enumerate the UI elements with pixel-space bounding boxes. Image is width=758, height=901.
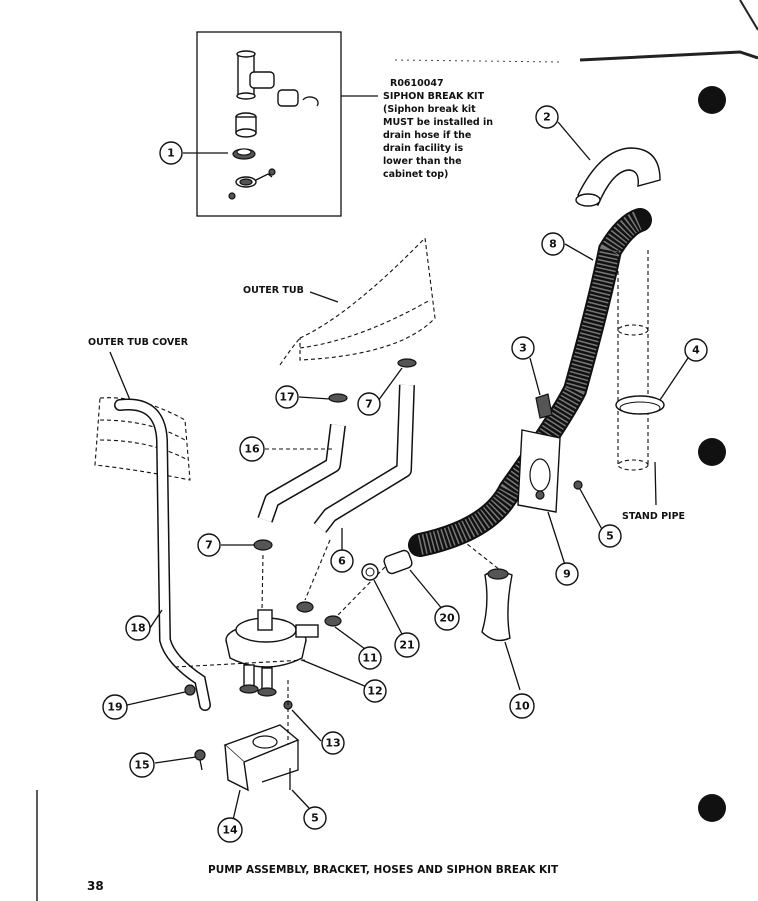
kit-note-line: drain hose if the bbox=[383, 130, 471, 141]
kit-note-line: drain facility is bbox=[383, 143, 463, 154]
hose-bracket-9 bbox=[517, 429, 561, 513]
callout-15: 15 bbox=[129, 752, 155, 778]
hose-16 bbox=[257, 424, 346, 523]
outer-tub-cover-label: OUTER TUB COVER bbox=[88, 337, 189, 348]
callout-11: 11 bbox=[358, 646, 382, 670]
clamp-7-upper bbox=[397, 358, 417, 368]
outer-tub-cover bbox=[94, 351, 191, 481]
callout-3: 3 bbox=[511, 336, 535, 360]
callout-5-upper: 5 bbox=[598, 524, 622, 548]
callout-number: 19 bbox=[107, 701, 122, 714]
outer-tub-label: OUTER TUB bbox=[243, 285, 304, 296]
callout-number: 4 bbox=[692, 344, 700, 357]
callout-number: 3 bbox=[519, 342, 527, 355]
elbow-2 bbox=[575, 147, 661, 207]
coupling-20 bbox=[383, 549, 413, 575]
callout-14: 14 bbox=[217, 817, 243, 843]
callout-number: 20 bbox=[439, 612, 455, 625]
screw-15 bbox=[194, 749, 206, 771]
kit-note: R0610047 SIPHON BREAK KIT (Siphon break … bbox=[383, 78, 493, 180]
long-hose-18 bbox=[114, 398, 211, 711]
kit-note-line: (Siphon break kit bbox=[383, 104, 476, 115]
callout-number: 5 bbox=[311, 812, 319, 825]
callout-13: 13 bbox=[321, 731, 345, 755]
callout-number: 6 bbox=[338, 555, 346, 568]
hose-guide-10 bbox=[481, 568, 513, 642]
callout-number: 15 bbox=[134, 759, 149, 772]
callout-number: 21 bbox=[399, 639, 414, 652]
callout-number: 2 bbox=[543, 111, 551, 124]
callout-number: 7 bbox=[205, 539, 213, 552]
callout-number: 12 bbox=[367, 685, 382, 698]
kit-part-number: R0610047 bbox=[390, 78, 444, 89]
callout-number: 10 bbox=[514, 700, 530, 713]
hose-6 bbox=[313, 384, 415, 533]
callout-number: 14 bbox=[222, 824, 238, 837]
callout-number: 18 bbox=[130, 622, 145, 635]
kit-note-line: lower than the bbox=[383, 156, 462, 167]
callout-number: 7 bbox=[365, 398, 373, 411]
assembly-lines bbox=[174, 539, 501, 745]
callout-2: 2 bbox=[535, 105, 559, 129]
callout-number: 9 bbox=[563, 568, 571, 581]
stand-pipe bbox=[617, 250, 649, 471]
outer-tub bbox=[279, 236, 436, 366]
tee-hose-clamp bbox=[277, 89, 319, 107]
kit-adapter bbox=[235, 112, 257, 138]
clamp-21 bbox=[361, 563, 379, 581]
callout-number: 1 bbox=[167, 147, 175, 160]
callout-number: 8 bbox=[549, 238, 557, 251]
pump-assembly bbox=[225, 609, 319, 697]
kit-title: SIPHON BREAK KIT bbox=[383, 91, 485, 102]
callout-21: 21 bbox=[394, 632, 420, 658]
clamps-11 bbox=[296, 601, 342, 627]
kit-clamp-upper bbox=[232, 148, 256, 160]
callout-number: 13 bbox=[325, 737, 340, 750]
pump-bracket bbox=[223, 724, 300, 792]
clamp-7-lower bbox=[253, 539, 273, 551]
callout-12: 12 bbox=[363, 679, 387, 703]
screw-19 bbox=[184, 684, 196, 696]
callout-7-lower: 7 bbox=[197, 533, 221, 557]
screw-5-upper bbox=[573, 480, 583, 490]
siphon-break-kit-box bbox=[183, 31, 378, 217]
binder-holes bbox=[36, 0, 758, 901]
callout-20: 20 bbox=[434, 605, 460, 631]
kit-note-line: MUST be installed in bbox=[383, 117, 493, 128]
stand-pipe-strap-4 bbox=[615, 395, 665, 415]
stand-pipe-label: STAND PIPE bbox=[622, 511, 685, 522]
callout-6: 6 bbox=[330, 549, 354, 573]
callout-4: 4 bbox=[684, 338, 708, 362]
strap-3 bbox=[535, 393, 553, 419]
clamp-17 bbox=[328, 393, 348, 403]
callout-number: 16 bbox=[244, 443, 260, 456]
callout-18: 18 bbox=[125, 615, 151, 641]
callout-1: 1 bbox=[159, 141, 183, 165]
callout-17: 17 bbox=[275, 385, 299, 409]
callout-9: 9 bbox=[555, 562, 579, 586]
callout-19: 19 bbox=[102, 694, 128, 720]
callout-5-lower: 5 bbox=[303, 806, 327, 830]
page-number: 38 bbox=[87, 879, 104, 893]
callout-number: 17 bbox=[279, 391, 294, 404]
kit-clamp-lower bbox=[228, 168, 276, 200]
drain-hose-8 bbox=[408, 208, 652, 557]
callout-number: 5 bbox=[606, 530, 614, 543]
tee-fitting bbox=[236, 50, 275, 100]
leader-lines bbox=[126, 121, 691, 821]
callout-16: 16 bbox=[239, 436, 265, 462]
callout-10: 10 bbox=[509, 693, 535, 719]
kit-note-line: cabinet top) bbox=[383, 169, 448, 180]
figure-caption: PUMP ASSEMBLY, BRACKET, HOSES AND SIPHON… bbox=[208, 864, 559, 876]
callout-7-upper: 7 bbox=[357, 392, 381, 416]
callout-number: 11 bbox=[362, 652, 377, 665]
callout-8: 8 bbox=[541, 232, 565, 256]
